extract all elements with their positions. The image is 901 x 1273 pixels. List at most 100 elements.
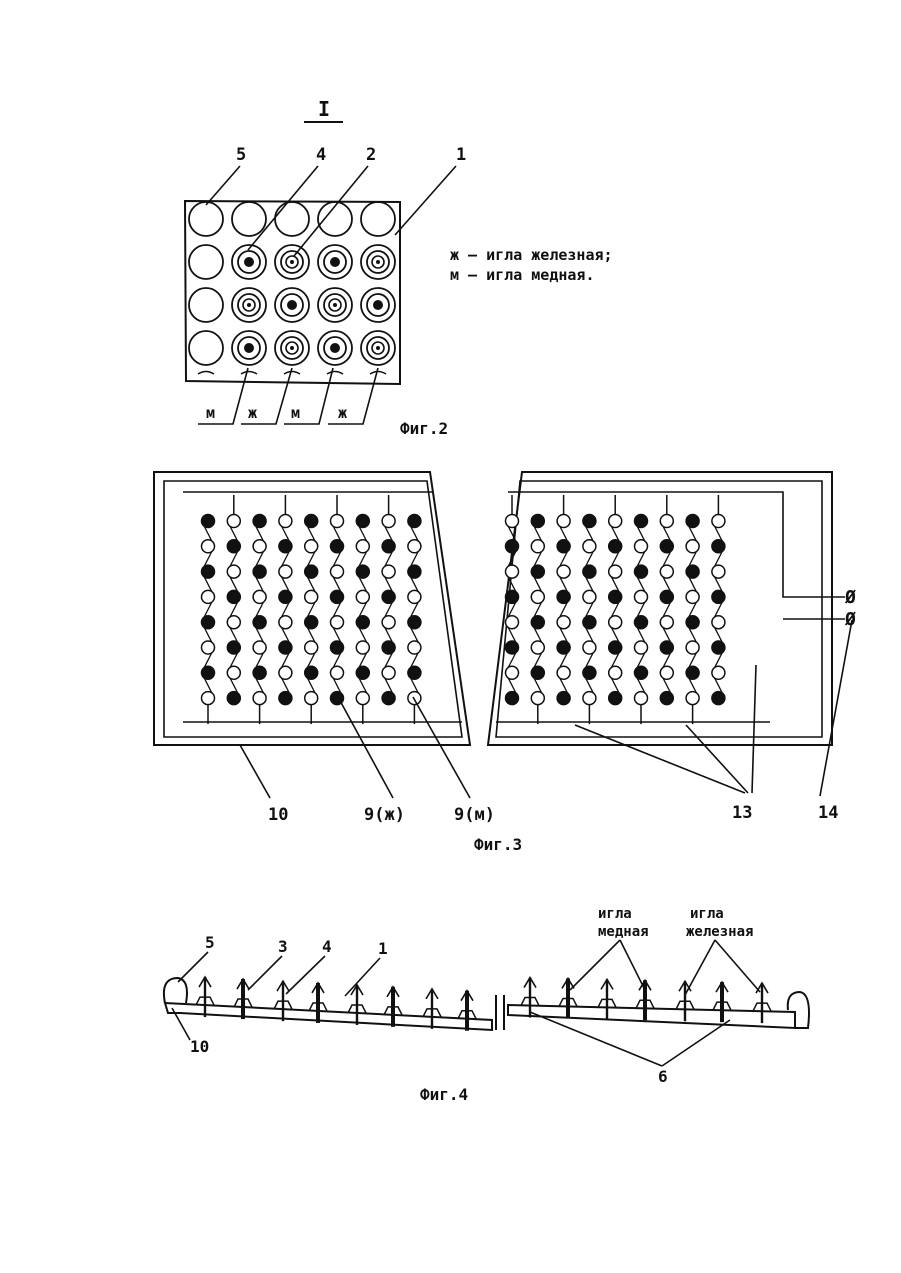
iron-needle-electrode (635, 590, 648, 603)
copper-needle-electrode (408, 666, 421, 679)
fig2-tag-2: ж (248, 404, 257, 422)
copper-needle-label-line2: медная (598, 924, 649, 940)
strip-left-bead (164, 978, 187, 1003)
fig2-caption: Фиг.2 (400, 419, 448, 438)
fig3-caption: Фиг.3 (474, 835, 522, 854)
iron-needle-electrode (506, 616, 519, 629)
copper-needle-electrode (227, 641, 240, 654)
copper-needle-electrode (202, 666, 215, 679)
fig3-label-10: 10 (268, 805, 288, 825)
figure-2: I 5 4 2 1 ж – игла железная; м – игла ме… (185, 97, 613, 438)
copper-needle-electrode (253, 666, 266, 679)
fig3-label-14: 14 (818, 803, 838, 823)
iron-needle-electrode (686, 590, 699, 603)
iron-needle-electrode (227, 666, 240, 679)
iron-needle-electrode (253, 692, 266, 705)
needle-tip (376, 260, 380, 264)
figure-3: Ø Ø 10 9(ж) 9(м) 13 14 Фиг.3 (154, 472, 856, 854)
fig2-label-1: 1 (456, 145, 466, 165)
iron-needle-electrode (531, 590, 544, 603)
copper-needle-electrode (712, 590, 725, 603)
copper-needle-electrode (583, 565, 596, 578)
strip-right-body (508, 1005, 795, 1028)
cell-outer-ring (361, 202, 395, 236)
copper-needle-electrode (305, 666, 318, 679)
cell-arc (241, 372, 257, 375)
cell-outer-ring (189, 288, 223, 322)
fig4-label-4: 4 (322, 937, 332, 956)
fig2-tag-4: ж (338, 404, 347, 422)
iron-needle-electrode (609, 565, 622, 578)
copper-needle-electrode (356, 666, 369, 679)
copper-needle-electrode (635, 515, 648, 528)
iron-needle-electrode (635, 540, 648, 553)
fig3-label-13: 13 (732, 803, 752, 823)
iron-needle-electrode (408, 540, 421, 553)
copper-needle-electrode (635, 616, 648, 629)
copper-needle-electrode (356, 515, 369, 528)
iron-needle-electrode (583, 540, 596, 553)
copper-needle-electrode (557, 540, 570, 553)
copper-needle-electrode (408, 616, 421, 629)
iron-needle-electrode (331, 565, 344, 578)
fig2-label-5: 5 (236, 145, 246, 165)
copper-needle-electrode (583, 616, 596, 629)
copper-needle-electrode (279, 641, 292, 654)
iron-needle-electrode (227, 616, 240, 629)
copper-needle-electrode (557, 641, 570, 654)
strip-right-bead (788, 992, 809, 1028)
needle-tip (376, 346, 380, 350)
copper-needle-label-line1: игла (598, 906, 632, 922)
copper-needle-electrode (227, 692, 240, 705)
cell-arc (284, 372, 300, 375)
copper-needle-electrode (331, 590, 344, 603)
strip-left-body (165, 1003, 492, 1030)
iron-needle-electrode (557, 515, 570, 528)
iron-needle-electrode (660, 666, 673, 679)
iron-needle-electrode (253, 540, 266, 553)
iron-needle-electrode (583, 641, 596, 654)
iron-needle-electrode (202, 540, 215, 553)
cell-outer-ring (275, 202, 309, 236)
iron-needle-electrode (531, 540, 544, 553)
copper-needle-electrode (712, 692, 725, 705)
copper-needle-electrode (660, 540, 673, 553)
iron-needle-electrode (305, 692, 318, 705)
copper-needle-electrode (660, 692, 673, 705)
iron-needle-electrode (609, 666, 622, 679)
iron-needle-electrode (408, 590, 421, 603)
iron-needle-electrode (279, 515, 292, 528)
iron-needle-electrode (331, 616, 344, 629)
iron-needle-electrode (506, 666, 519, 679)
copper-needle-electrode (686, 666, 699, 679)
copper-needle-electrode (686, 565, 699, 578)
needle-dot (244, 257, 254, 267)
iron-needle-electrode (583, 590, 596, 603)
fig4-caption: Фиг.4 (420, 1085, 468, 1104)
copper-needle-electrode (531, 666, 544, 679)
copper-needle-electrode (712, 641, 725, 654)
copper-needle-electrode (506, 641, 519, 654)
copper-needle-electrode (583, 515, 596, 528)
iron-needle-electrode (609, 515, 622, 528)
copper-needle-electrode (531, 515, 544, 528)
copper-needle-electrode (305, 515, 318, 528)
copper-needle-electrode (506, 692, 519, 705)
iron-needle-electrode (583, 692, 596, 705)
iron-needle-electrode (531, 692, 544, 705)
copper-needle-electrode (635, 565, 648, 578)
copper-needle-electrode (331, 540, 344, 553)
iron-needle-electrode (557, 666, 570, 679)
iron-needle-electrode (557, 616, 570, 629)
copper-needle-electrode (609, 540, 622, 553)
copper-needle-electrode (382, 540, 395, 553)
iron-needle-electrode (227, 515, 240, 528)
copper-needle-electrode (609, 641, 622, 654)
needle-tip (290, 260, 294, 264)
iron-needle-electrode (202, 692, 215, 705)
copper-needle-electrode (305, 616, 318, 629)
iron-needle-electrode (382, 616, 395, 629)
copper-needle-electrode (609, 590, 622, 603)
fig4-label-5: 5 (205, 933, 215, 952)
